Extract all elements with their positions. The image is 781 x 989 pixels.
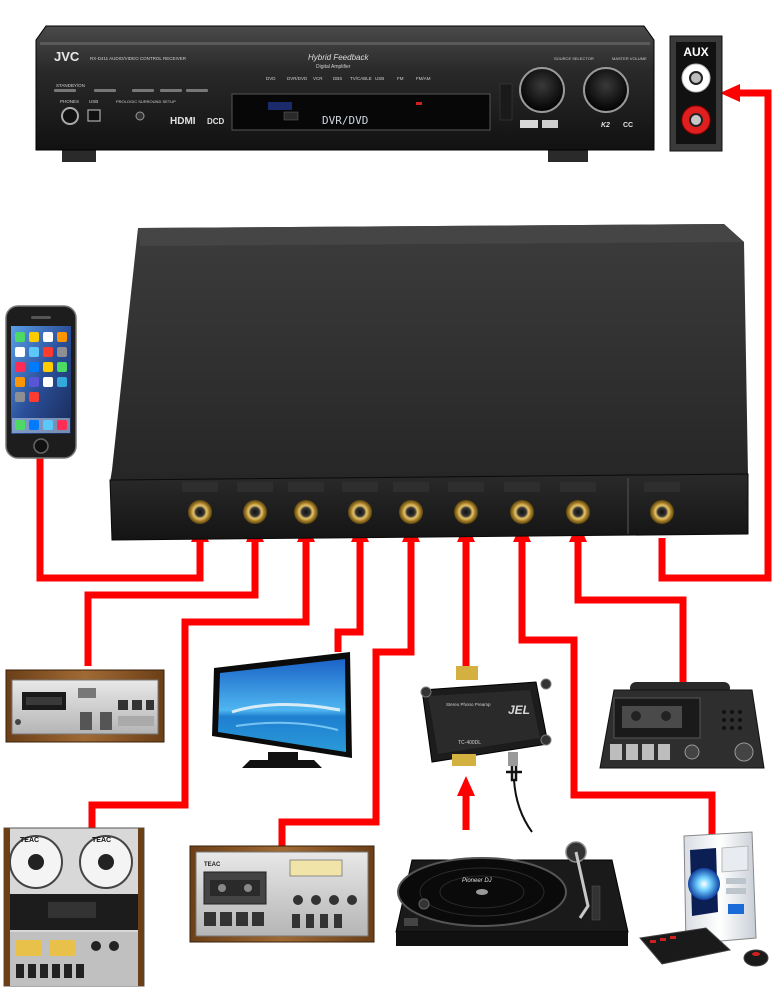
display-text: DVR/DVD	[322, 114, 368, 127]
aux-label: AUX	[683, 45, 708, 59]
input-jack-3[interactable]	[294, 500, 318, 524]
receiver-phones-label: PHONES	[60, 99, 79, 104]
input-jack-1[interactable]	[188, 500, 212, 524]
cc-logo: CC	[623, 122, 633, 129]
receiver-setup-label: PROLOGIC SURROUND SETUP	[116, 99, 176, 104]
receiver-series-sub: Digital Amplifier	[316, 64, 351, 70]
source-label: DBS	[333, 76, 342, 81]
setup-knob[interactable]	[135, 111, 145, 121]
cassette-brand: TEAC	[204, 862, 221, 868]
reel-to-reel-icon: TEAC TEAC	[3, 827, 145, 987]
receiver-power-label: STANDBY/ON	[56, 83, 85, 88]
input-jack-6[interactable]	[454, 500, 478, 524]
receiver-display	[231, 93, 491, 131]
turntable-icon: Pioneer DJ	[395, 841, 629, 946]
receiver-brand: JVC	[54, 49, 80, 64]
audio-switcher-box	[109, 224, 749, 541]
cable-television	[334, 538, 364, 652]
source-label: DVD	[266, 76, 276, 81]
eight-track-player-icon	[5, 669, 165, 743]
output-jack[interactable]	[650, 500, 674, 524]
phono-preamp-icon: JEL Stereo Phono Preamp TC-400DL	[420, 666, 552, 833]
input-jack-2[interactable]	[243, 500, 267, 524]
source-label: TV/CABLE	[350, 76, 372, 81]
knob-left-label: SOURCE SELECTOR	[554, 56, 594, 61]
aux-input-panel: AUX	[669, 35, 723, 152]
receiver-series: Hybrid Feedback	[308, 53, 369, 62]
cables	[36, 89, 772, 846]
k2-logo: K2	[601, 122, 610, 129]
source-label: FM	[397, 76, 404, 81]
input-jack-5[interactable]	[399, 500, 423, 524]
receiver-function-buttons	[54, 89, 208, 92]
source-selector-knob[interactable]	[519, 67, 565, 113]
source-buttons-row: DVD DVR/DVD VCR DBS TV/CABLE USB FM FM/A…	[266, 76, 431, 81]
source-label: VCR	[313, 76, 323, 81]
cable-eight-track	[84, 538, 259, 666]
master-volume-knob[interactable]	[583, 67, 629, 113]
cable-aux-output	[658, 89, 772, 582]
cable-reel-to-reel	[88, 538, 310, 828]
receiver-usb-label: USB	[89, 99, 98, 104]
source-label: FM/AM	[416, 76, 431, 81]
dolby-logo: DCD	[207, 117, 225, 126]
cable-cassette-deck	[278, 538, 415, 846]
reel-brand-left: TEAC	[20, 837, 39, 844]
usb-port[interactable]	[87, 109, 101, 122]
source-label: DVR/DVD	[287, 76, 308, 81]
source-label: USB	[375, 76, 384, 81]
smartphone-icon	[5, 305, 77, 459]
input-jack-8[interactable]	[566, 500, 590, 524]
cable-computer	[518, 538, 716, 836]
portable-recorder-icon	[599, 682, 765, 769]
tonearm	[574, 851, 590, 919]
television-icon	[212, 652, 352, 768]
hdmi-logo: HDMI	[170, 116, 196, 127]
input-jack-4[interactable]	[348, 500, 372, 524]
cable-smartphone	[36, 458, 204, 582]
desktop-computer-icon	[639, 831, 769, 967]
input-jack-7[interactable]	[510, 500, 534, 524]
av-receiver: JVC RX-D411 AUDIO/VIDEO CONTROL RECEIVER…	[35, 25, 655, 162]
phones-jack[interactable]	[61, 107, 79, 125]
turntable-brand: Pioneer DJ	[462, 878, 493, 884]
reel-brand-right: TEAC	[92, 837, 111, 844]
knob-right-label: MASTER VOLUME	[612, 56, 647, 61]
preamp-brand: JEL	[508, 703, 530, 717]
switcher-input-jacks	[188, 500, 590, 524]
preamp-model: TC-400DL	[458, 740, 481, 746]
app-icons-grid	[12, 332, 70, 433]
cable-portable-recorder	[574, 538, 687, 688]
preamp-name: Stereo Phono Preamp	[446, 702, 491, 707]
cassette-deck-icon: TEAC	[189, 845, 375, 943]
receiver-model: RX-D411 AUDIO/VIDEO CONTROL RECEIVER	[90, 56, 187, 61]
